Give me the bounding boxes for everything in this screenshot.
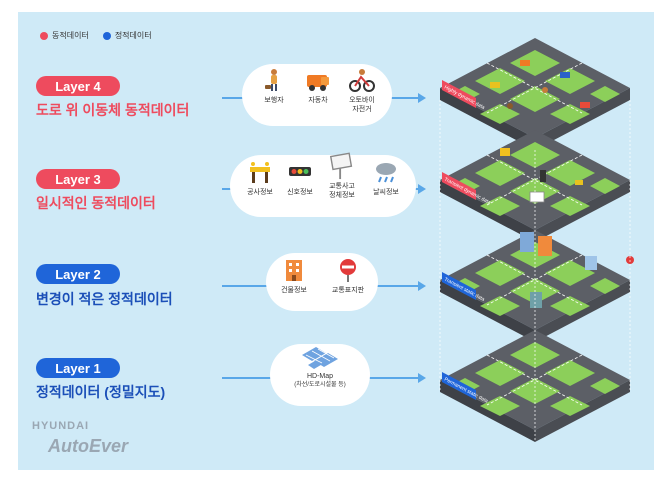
- layer2-item-label: 교통표지판: [331, 287, 365, 294]
- layer2-arrow-head-icon: [418, 281, 426, 291]
- hd-map-sublabel: (차선/도로시설물 등): [294, 382, 346, 388]
- legend-dynamic: 동적데이터: [40, 30, 89, 41]
- hd-map-icon: [298, 342, 342, 370]
- layer4-item-motorcycle: 오토바이 자전거: [340, 66, 384, 114]
- layer4-arrow-head-icon: [418, 93, 426, 103]
- layer2-capsule: [266, 253, 378, 311]
- layer3-item-label: 신호정보: [287, 189, 313, 196]
- layer3-item-label: 공사정보: [247, 189, 273, 196]
- construction-icon: [246, 158, 274, 186]
- layer2-desc: 변경이 적은 정적데이터: [36, 291, 173, 307]
- traffic-sign-icon: [334, 256, 362, 284]
- layer4-item-car: 자동차: [296, 66, 340, 105]
- legend-dynamic-label: 동적데이터: [52, 31, 89, 40]
- isometric-map-stack: Highly dynamic data Transient dynamic da…: [439, 37, 634, 443]
- layer1-arrow-head-icon: [418, 373, 426, 383]
- layer-connector-lines: [439, 100, 631, 440]
- layer2-item-building: 건물정보: [272, 256, 316, 295]
- map-side-labels: [442, 80, 476, 400]
- layer3-item-weather: 날씨정보: [364, 158, 408, 197]
- hd-map-label: HD-Map: [306, 373, 334, 380]
- layer4-item-pedestrian: 보행자: [252, 66, 296, 105]
- layer4-desc: 도로 위 이동체 동적데이터: [36, 102, 190, 118]
- pedestrian-icon: [260, 66, 288, 94]
- layer4-item-label: 오토바이 자전거: [349, 97, 375, 113]
- layer3-item-billboard: 교통사고 정체정보: [320, 152, 364, 200]
- vehicles-icon: [490, 60, 590, 109]
- legend-static: 정적데이터: [102, 30, 152, 41]
- layer3-item-traffic-light: 신호정보: [278, 158, 322, 197]
- buildings-icon: [520, 232, 634, 308]
- motorcycle-icon: [348, 66, 376, 94]
- layer3-arrow-head-icon: [418, 184, 426, 194]
- layer4-capsule: [242, 64, 392, 126]
- static-dot-icon: [102, 31, 111, 40]
- dynamic-dot-icon: [40, 31, 48, 40]
- map-layer-4: [439, 37, 631, 151]
- traffic-light-icon: [286, 158, 314, 186]
- layer2-item-label: 건물정보: [281, 287, 307, 294]
- layer1-desc: 정적데이터 (정밀지도): [36, 384, 166, 400]
- layer3-item-label: 날씨정보: [373, 189, 399, 196]
- layer3-item-construction: 공사정보: [238, 158, 282, 197]
- events-icon: [500, 148, 583, 203]
- layer2-pill: Layer 2: [36, 264, 120, 284]
- hyundai-logo-text: HYUNDAI: [32, 420, 90, 432]
- map-layer-3: [439, 129, 631, 243]
- autoever-logo-text: AutoEver: [48, 436, 129, 456]
- legend: 동적데이터 정적데이터: [40, 30, 152, 41]
- layer3-desc: 일시적인 동적데이터: [36, 195, 156, 211]
- layer4-item-label: 자동차: [308, 97, 328, 104]
- legend-static-label: 정적데이터: [114, 31, 152, 40]
- layer4-item-label: 보행자: [264, 97, 284, 104]
- layer4-pill: Layer 4: [36, 76, 120, 96]
- map-layer-2: [439, 229, 634, 343]
- layer3-item-label: 교통사고 정체정보: [329, 183, 355, 199]
- weather-icon: [372, 158, 400, 186]
- layer1-pill: Layer 1: [36, 358, 120, 378]
- layer2-item-sign: 교통표지판: [326, 256, 370, 295]
- car-icon: [304, 66, 332, 94]
- building-icon: [280, 256, 308, 284]
- layer1-item-hdmap: HD-Map (차선/도로시설물 등): [292, 342, 348, 390]
- billboard-icon: [328, 152, 356, 180]
- layer3-pill: Layer 3: [36, 169, 120, 189]
